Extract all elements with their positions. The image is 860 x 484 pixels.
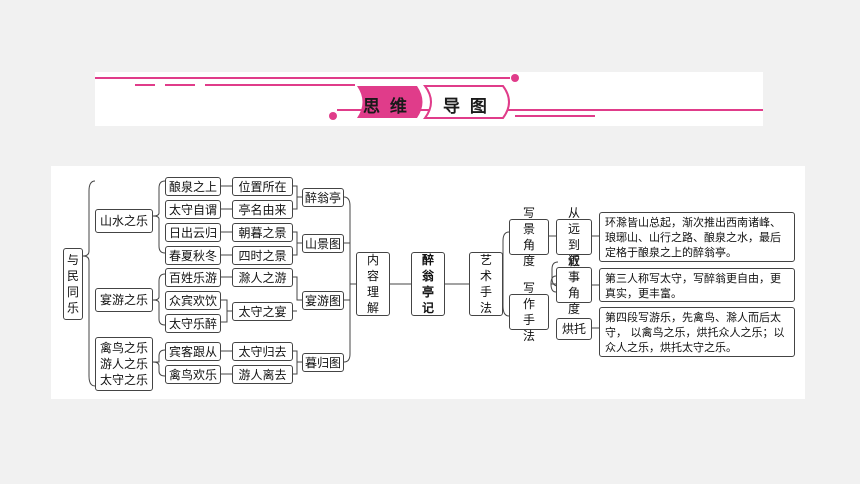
level2-node: 众宾欢饮 [165, 291, 221, 310]
level3-node: 太守归去 [232, 342, 293, 361]
technique-writing-method: 写作手法 [509, 281, 549, 343]
level4-node: 醉翁亭 [302, 188, 344, 207]
root-node: 与民同乐 [63, 248, 83, 320]
technique-far-to-near: 从远到近 [556, 206, 592, 268]
level2-node: 春夏秋冬 [165, 246, 221, 265]
level3-node: 四时之景 [232, 246, 293, 265]
banner: 思 维 导 图 [95, 72, 763, 126]
foil-description: 第四段写游乐，先禽鸟、滁人而后太守， 以禽鸟之乐，烘托众人之乐；以众人之乐，烘托… [599, 307, 795, 357]
title-node: 醉翁亭记 [411, 252, 445, 316]
level3-node: 太守之宴 [232, 302, 293, 321]
level2-node: 禽鸟欢乐 [165, 365, 221, 384]
group-yanyou: 宴游之乐 [95, 288, 153, 312]
scenery-angle-description: 环滁皆山总起，渐次推出西南诸峰、琅琊山、山行之路、酿泉之水，最后定格于酿泉之上的… [599, 212, 795, 262]
mind-map-panel: 与民同乐 山水之乐 宴游之乐 禽鸟之乐 游人之乐 太守之乐 酿泉之上 太守自谓 … [51, 166, 805, 399]
banner-decoration [95, 74, 763, 120]
level2-node: 太守自谓 [165, 200, 221, 219]
level3-node: 亭名由来 [232, 200, 293, 219]
group-qinniao-line-2: 游人之乐 [99, 357, 148, 371]
group-qinniao-line-1: 禽鸟之乐 [99, 341, 148, 355]
group-qinniao-line-3: 太守之乐 [99, 373, 148, 387]
level3-node: 位置所在 [232, 177, 293, 196]
technique-narrative-angle: 叙事角度 [556, 254, 592, 316]
level2-node: 日出云归 [165, 223, 221, 242]
connector-lines [82, 180, 599, 387]
level3-node: 游人离去 [232, 365, 293, 384]
level2-node: 百姓乐游 [165, 268, 221, 287]
level2-node: 太守乐醉 [165, 314, 221, 333]
content-understanding-node: 内容理解 [356, 252, 390, 316]
level4-node: 宴游图 [302, 291, 344, 310]
level3-node: 朝暮之景 [232, 223, 293, 242]
technique-scenery-angle: 写景角度 [509, 206, 549, 268]
group-shanshui: 山水之乐 [95, 209, 153, 233]
level4-node: 山景图 [302, 234, 344, 253]
technique-foil: 烘托 [556, 318, 592, 340]
level2-node: 宾客跟从 [165, 342, 221, 361]
level4-node: 暮归图 [302, 353, 344, 372]
banner-title-right: 导 图 [443, 97, 489, 117]
level3-node: 滁人之游 [232, 268, 293, 287]
banner-title-left: 思 维 [363, 97, 409, 117]
narrative-angle-description: 第三人称写太守，写醉翁更自由，更真实，更丰富。 [599, 268, 795, 302]
group-qinniao: 禽鸟之乐 游人之乐 太守之乐 [95, 337, 153, 391]
art-technique-node: 艺术手法 [469, 252, 503, 316]
level2-node: 酿泉之上 [165, 177, 221, 196]
